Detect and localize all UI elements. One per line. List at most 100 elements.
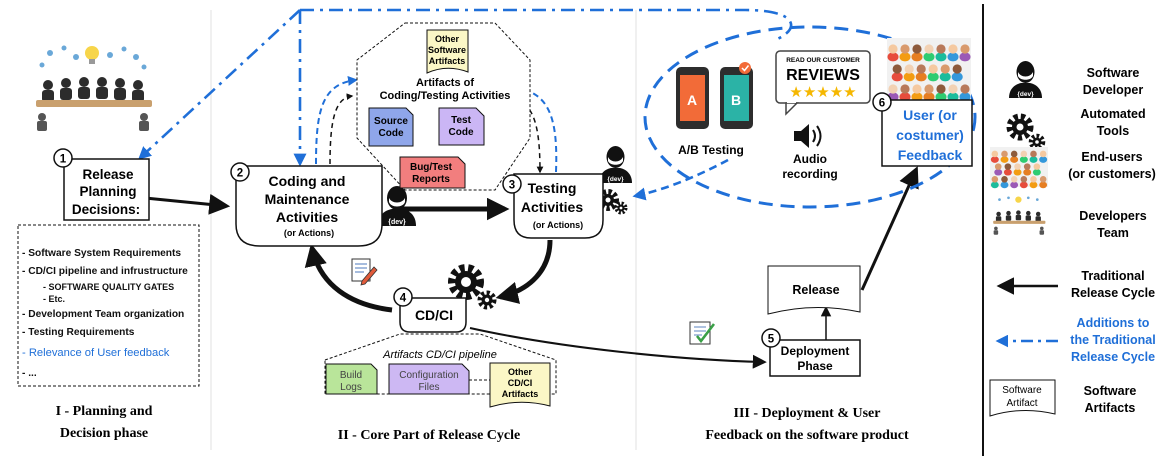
feedback-to-testing-arrow bbox=[632, 158, 729, 201]
svg-text:Release: Release bbox=[792, 283, 839, 297]
svg-text:A: A bbox=[687, 92, 697, 108]
crowd-person-body bbox=[1023, 168, 1032, 176]
legend-additions-label-3: Release Cycle bbox=[1071, 350, 1155, 364]
legend-team-label-2: Team bbox=[1097, 226, 1129, 240]
release-to-feedback-arrow bbox=[860, 166, 919, 291]
legend-users-label-2: (or customers) bbox=[1068, 167, 1156, 181]
planning-to-coding-arrow bbox=[144, 193, 231, 215]
crowd-person-head bbox=[888, 44, 898, 54]
svg-text:Deployment: Deployment bbox=[781, 344, 850, 358]
decision-item: - Relevance of User feedback bbox=[22, 347, 170, 359]
cdci-gears-icon bbox=[448, 264, 497, 310]
crowd-person-body bbox=[947, 52, 959, 62]
customer-reviews-badge: READ OUR CUSTOMER REVIEWS ★★★★★ bbox=[775, 50, 871, 116]
svg-text:Code: Code bbox=[449, 127, 474, 138]
developer-tag: {dev} bbox=[388, 219, 406, 226]
crowd-person-body bbox=[903, 72, 915, 82]
coding-to-artifacts-arrow bbox=[329, 93, 354, 165]
crowd-person-body bbox=[927, 72, 939, 82]
svg-text:READ OUR CUSTOMER: READ OUR CUSTOMER bbox=[786, 57, 860, 64]
svg-text:Other: Other bbox=[435, 34, 460, 44]
svg-text:Configuration: Configuration bbox=[399, 370, 458, 381]
crowd-person-body bbox=[1029, 156, 1038, 163]
crowd-person-head bbox=[1001, 176, 1008, 183]
crowd-person-head bbox=[940, 64, 950, 74]
crowd-person-body bbox=[899, 52, 911, 62]
legend-additions-label-1: Additions to bbox=[1077, 316, 1150, 330]
crowd-person-body bbox=[1010, 181, 1019, 189]
crowd-person-head bbox=[1033, 163, 1041, 170]
decision-item: - SOFTWARE QUALITY GATES bbox=[43, 282, 174, 292]
coding-blue-artifacts-arrow bbox=[315, 75, 358, 165]
crowd-person-body bbox=[1039, 156, 1048, 163]
crowd-person-body bbox=[911, 52, 923, 62]
svg-text:Other: Other bbox=[508, 367, 533, 377]
crowd-person-head bbox=[924, 84, 934, 94]
crowd-person-head bbox=[1001, 150, 1008, 158]
checklist-icon bbox=[689, 321, 716, 345]
crowd-person-head bbox=[1014, 163, 1021, 170]
crowd-person-head bbox=[991, 176, 999, 183]
configuration-files-doc: Configuration Files bbox=[388, 363, 470, 395]
crowd-person-body bbox=[1000, 156, 1009, 163]
crowd-person-body bbox=[911, 92, 923, 102]
crowd-person-head bbox=[912, 44, 922, 54]
legend-gears-icon bbox=[1006, 113, 1046, 151]
svg-text:2: 2 bbox=[237, 168, 243, 180]
cdci-node: CD/CI bbox=[399, 297, 467, 333]
crowd-person-head bbox=[936, 44, 946, 54]
release-planning-node: Release Planning Decisions: bbox=[63, 158, 150, 221]
testing-to-cdci-arrow bbox=[495, 239, 553, 304]
svg-text:REVIEWS: REVIEWS bbox=[786, 67, 860, 84]
crowd-person-head bbox=[904, 64, 914, 74]
svg-text:Artifacts: Artifacts bbox=[502, 389, 539, 399]
svg-text:costumer): costumer) bbox=[896, 127, 964, 143]
crowd-person-body bbox=[994, 168, 1003, 176]
cdci-to-coding-arrow bbox=[304, 243, 393, 313]
crowd-person-body bbox=[1032, 168, 1041, 176]
coding-maintenance-node: Coding and Maintenance Activities (or Ac… bbox=[235, 165, 383, 247]
legend-developer-icon: {dev} bbox=[1009, 61, 1042, 98]
crowd-person-head bbox=[936, 84, 946, 94]
crowd-person-head bbox=[1010, 150, 1018, 158]
legend-traditional-label-2: Release Cycle bbox=[1071, 286, 1155, 300]
step-badge-6: 6 bbox=[872, 92, 892, 112]
other-cdci-artifacts-doc: Other CD/CI Artifacts bbox=[489, 362, 551, 408]
crowd-person-body bbox=[915, 72, 927, 82]
end-users-crowd-icon bbox=[887, 38, 971, 102]
legend-artifacts-label-1: Software bbox=[1084, 384, 1137, 398]
crowd-person-head bbox=[1023, 163, 1031, 170]
decision-item: - ... bbox=[22, 368, 37, 379]
crowd-person-head bbox=[1030, 176, 1037, 183]
decision-item: - Software System Requirements bbox=[22, 248, 181, 259]
crowd-person-head bbox=[1020, 150, 1028, 158]
svg-text:3: 3 bbox=[509, 180, 515, 192]
step-badge-2: 2 bbox=[230, 162, 250, 182]
svg-text:Code: Code bbox=[379, 128, 404, 139]
crowd-person-head bbox=[1039, 176, 1047, 183]
svg-text:Logs: Logs bbox=[340, 382, 362, 393]
bug-test-reports-doc: Bug/Test Reports bbox=[399, 156, 466, 189]
crowd-person-body bbox=[959, 52, 971, 62]
crowd-person-body bbox=[899, 92, 911, 102]
artifacts-to-testing-arrow bbox=[514, 99, 544, 174]
crowd-person-body bbox=[1019, 156, 1028, 163]
svg-text:4: 4 bbox=[400, 293, 407, 305]
step-badge-1: 1 bbox=[53, 148, 73, 168]
phase-1-title-line-1: I - Planning and bbox=[56, 404, 153, 419]
svg-text:★★★★★: ★★★★★ bbox=[789, 84, 856, 101]
artifacts-title-line-2: Coding/Testing Activities bbox=[380, 90, 511, 102]
svg-text:Test: Test bbox=[451, 115, 471, 126]
svg-text:Artifacts: Artifacts bbox=[429, 56, 466, 66]
crowd-person-body bbox=[1003, 168, 1012, 176]
step-badge-3: 3 bbox=[502, 174, 522, 194]
svg-text:CD/CI: CD/CI bbox=[415, 307, 453, 323]
developer-icon: {dev} bbox=[378, 186, 416, 226]
crowd-person-body bbox=[951, 72, 963, 82]
feedback-loop-path bbox=[300, 8, 793, 42]
crowd-person-head bbox=[892, 64, 902, 74]
svg-text:1: 1 bbox=[60, 154, 67, 166]
crowd-person-body bbox=[1010, 156, 1019, 163]
svg-text:(or Actions): (or Actions) bbox=[284, 228, 334, 238]
